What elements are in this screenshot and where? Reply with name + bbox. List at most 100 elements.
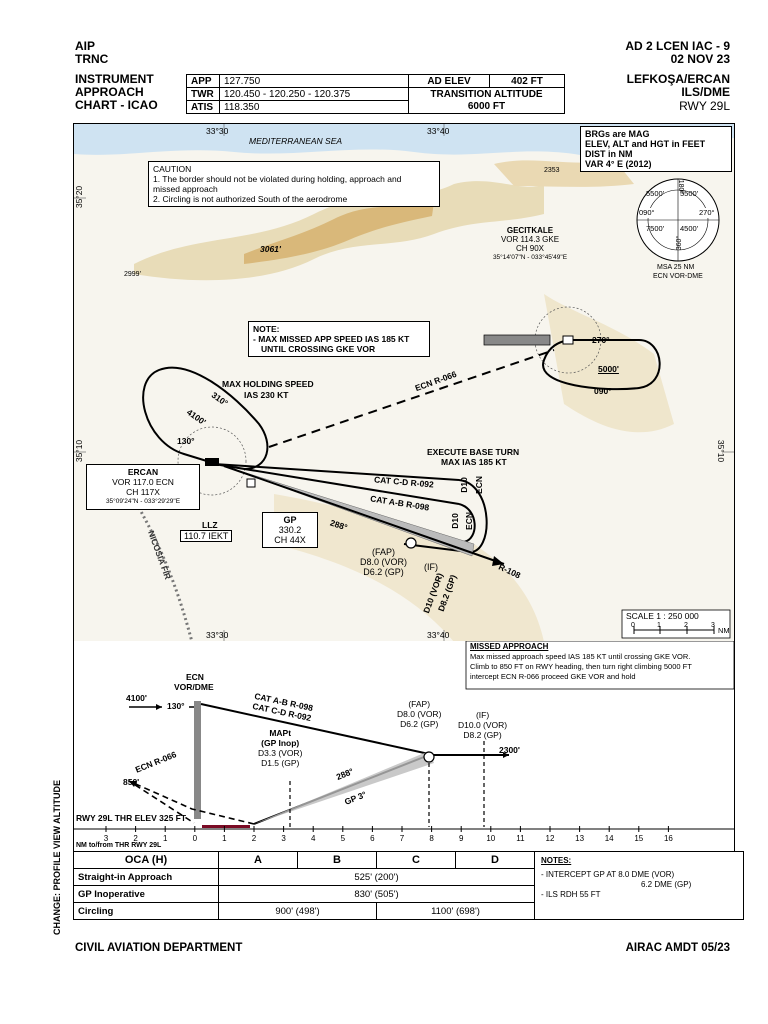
hold-inbound-course: 270° xyxy=(592,335,610,345)
freq-value: 118.350 xyxy=(219,100,409,114)
ecn-vor-marker xyxy=(194,701,201,819)
distance-scale-caption: NM to/from THR RWY 29L xyxy=(76,842,162,849)
spot-elevation: 2999' xyxy=(124,271,141,278)
spot-elevation: 3061' xyxy=(260,244,281,254)
lon-label: 33°40 xyxy=(427,630,450,640)
gecitkale-name: GECITKALE xyxy=(506,226,554,235)
trans-alt-value: 6000 FT xyxy=(467,100,506,112)
ercan-name: ERCAN xyxy=(127,467,159,477)
msa-sector-alt: 5500' xyxy=(646,189,665,198)
trans-alt-label: TRANSITION ALTITUDE xyxy=(430,88,543,100)
oca-header: OCA (H) xyxy=(73,851,219,869)
execute-base-turn-ias: MAX IAS 185 KT xyxy=(441,457,507,467)
scale-number: 3 xyxy=(104,834,109,843)
chart-type-line: CHART - ICAO xyxy=(75,98,158,112)
r108-arrow xyxy=(492,556,504,566)
ecn-vordme-label: VOR/DME xyxy=(174,682,214,692)
if-label: (IF) D10.0 (VOR) D8.2 (GP) xyxy=(458,710,507,740)
terrain-area xyxy=(544,294,674,433)
scale-number: 9 xyxy=(459,834,464,843)
scale-number: 10 xyxy=(486,834,495,843)
initial-descent-path xyxy=(200,703,430,755)
procedure-name: ILS/DME xyxy=(681,85,730,99)
note-item: 6.2 DME (GP) xyxy=(641,880,692,889)
note-line: - MAX MISSED APP SPEED IAS 185 KT xyxy=(253,334,410,344)
fap-title: (FAP) xyxy=(372,547,396,557)
ercan-freq: VOR 117.0 ECN xyxy=(112,477,174,487)
execute-base-turn: EXECUTE BASE TURN xyxy=(427,447,520,457)
freq-value: 127.750 xyxy=(219,74,409,88)
missed-approach-title: MISSED APPROACH xyxy=(470,642,549,651)
terrain-area xyxy=(274,494,544,642)
scale-number: 12 xyxy=(546,834,555,843)
fap-gp: D6.2 (GP) xyxy=(400,719,439,729)
info-line: BRGs are MAG xyxy=(585,129,650,139)
info-line: ELEV, ALT and HGT in FEET xyxy=(585,139,706,149)
oca-value: 525' (200') xyxy=(218,868,535,886)
missed-approach-altitude: 850' xyxy=(123,777,140,787)
cat-ab-track xyxy=(213,463,460,505)
scale-number: 15 xyxy=(634,834,643,843)
scale-number: 2 xyxy=(133,834,138,843)
msa-sector-alt: 7500' xyxy=(646,224,665,233)
lat-label: 35°10 xyxy=(716,439,727,463)
if-vor: D10.0 (VOR) xyxy=(458,720,508,730)
fap-vor: D8.0 (VOR) xyxy=(397,709,442,719)
units-info-box: BRGs are MAG ELEV, ALT and HGT in FEET D… xyxy=(580,126,732,172)
scale-bar xyxy=(621,609,731,639)
base-turn-ab xyxy=(458,503,476,543)
doc-code: AD 2 LCEN IAC - 9 xyxy=(625,39,730,53)
scale-tick: 3 xyxy=(711,622,715,629)
oca-cat: C xyxy=(376,851,456,869)
aerodrome-name: LEFKOŞA/ERCAN xyxy=(626,72,730,86)
oca-row-label: GP Inoperative xyxy=(73,885,219,903)
hold-outbound-course: 090° xyxy=(594,386,612,396)
scale-number: 16 xyxy=(664,834,673,843)
mapt-label: MAPt (GP Inop) D3.3 (VOR) D1.5 (GP) xyxy=(258,728,302,768)
missed-approach-path xyxy=(128,780,255,825)
scale-number: 7 xyxy=(400,834,405,843)
max-holding-speed: MAX HOLDING SPEED xyxy=(222,379,314,389)
runway-symbol xyxy=(202,825,250,828)
gp-box: GP 330.2 CH 44X xyxy=(262,512,318,548)
ecn-label: ECN xyxy=(473,476,484,494)
scale-number: 1 xyxy=(222,834,227,843)
note-title: NOTE: xyxy=(253,324,280,334)
scale-number: 14 xyxy=(605,834,614,843)
note-line: UNTIL CROSSING GKE VOR xyxy=(261,344,376,354)
hold-inbound-course: 130° xyxy=(177,436,195,446)
scale-number: 8 xyxy=(429,834,434,843)
ercan-channel: CH 117X xyxy=(126,487,160,497)
notes-title: NOTES: xyxy=(541,856,572,865)
ercan-aerodrome-symbol xyxy=(205,458,219,466)
oca-cat: B xyxy=(297,851,377,869)
fap-label: (FAP) D8.0 (VOR) D6.2 (GP) xyxy=(397,699,441,729)
ad-elev-label: AD ELEV xyxy=(408,74,490,88)
info-line: VAR 4° E (2012) xyxy=(585,159,652,169)
ercan-holding-pattern xyxy=(142,366,269,470)
freq-label: TWR xyxy=(186,87,220,101)
cat-cd-track xyxy=(213,463,460,481)
gp-freq: 330.2 xyxy=(278,525,302,535)
plan-view-graphic xyxy=(74,124,734,642)
arrival-course: 130° xyxy=(167,701,185,711)
scale-number: 6 xyxy=(370,834,375,843)
gecitkale-vor-box: GECITKALE VOR 114.3 GKE CH 90X 35°14'07"… xyxy=(478,224,582,264)
state-label: TRNC xyxy=(75,52,109,66)
ercan-vor-box: ERCAN VOR 117.0 ECN CH 117X 35°09'24"N -… xyxy=(86,464,200,510)
scale-number: 2 xyxy=(252,834,257,843)
scale-unit: NM xyxy=(718,626,730,635)
if-title: (IF) xyxy=(424,562,438,572)
frequency-table: APP 127.750 AD ELEV 402 FT TWR 120.450 -… xyxy=(186,74,565,114)
ecn-r066-track xyxy=(268,349,555,448)
fir-boundary xyxy=(132,498,194,642)
gecitkale-holding-pattern xyxy=(542,339,661,391)
oca-value: 830' (505') xyxy=(218,885,535,903)
mapt-title: MAPt xyxy=(269,728,292,738)
msa-caption: MSA 25 NM xyxy=(657,264,695,271)
oca-row-label: Straight-in Approach xyxy=(73,868,219,886)
msa-caption: ECN VOR-DME xyxy=(653,273,703,280)
aip-label: AIP xyxy=(75,39,96,53)
ercan-compass-rose xyxy=(177,426,247,496)
